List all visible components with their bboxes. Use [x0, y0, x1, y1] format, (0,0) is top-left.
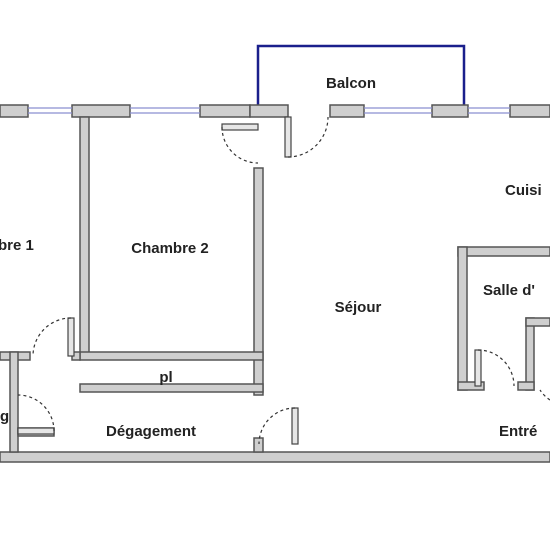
- door-salle: [474, 349, 515, 387]
- room-label-degagement: Dégagement: [106, 423, 196, 440]
- door-chambre1: [32, 317, 75, 357]
- door-wc: [17, 394, 55, 435]
- top-exterior-wall: [0, 104, 550, 118]
- door-entree: [539, 389, 550, 401]
- top-windows: [28, 107, 510, 114]
- door-balcony-right: [284, 116, 329, 158]
- room-label-salle: Salle d': [483, 282, 535, 299]
- door-sejour: [258, 407, 299, 445]
- interior-walls: [0, 116, 550, 453]
- room-label-sejour: Séjour: [335, 299, 382, 316]
- balcony-outline: [256, 44, 466, 108]
- room-label-chambre1: bre 1: [0, 237, 34, 254]
- room-label-pl: pl: [159, 369, 172, 386]
- room-label-chambre2: Chambre 2: [131, 240, 209, 257]
- bottom-exterior-wall: [0, 451, 550, 463]
- room-label-balcon: Balcon: [326, 75, 376, 92]
- door-balcony-left: [221, 123, 259, 164]
- room-label-wc: g: [0, 408, 9, 425]
- room-label-entree: Entré: [499, 423, 537, 440]
- room-label-cuisine: Cuisi: [505, 182, 542, 199]
